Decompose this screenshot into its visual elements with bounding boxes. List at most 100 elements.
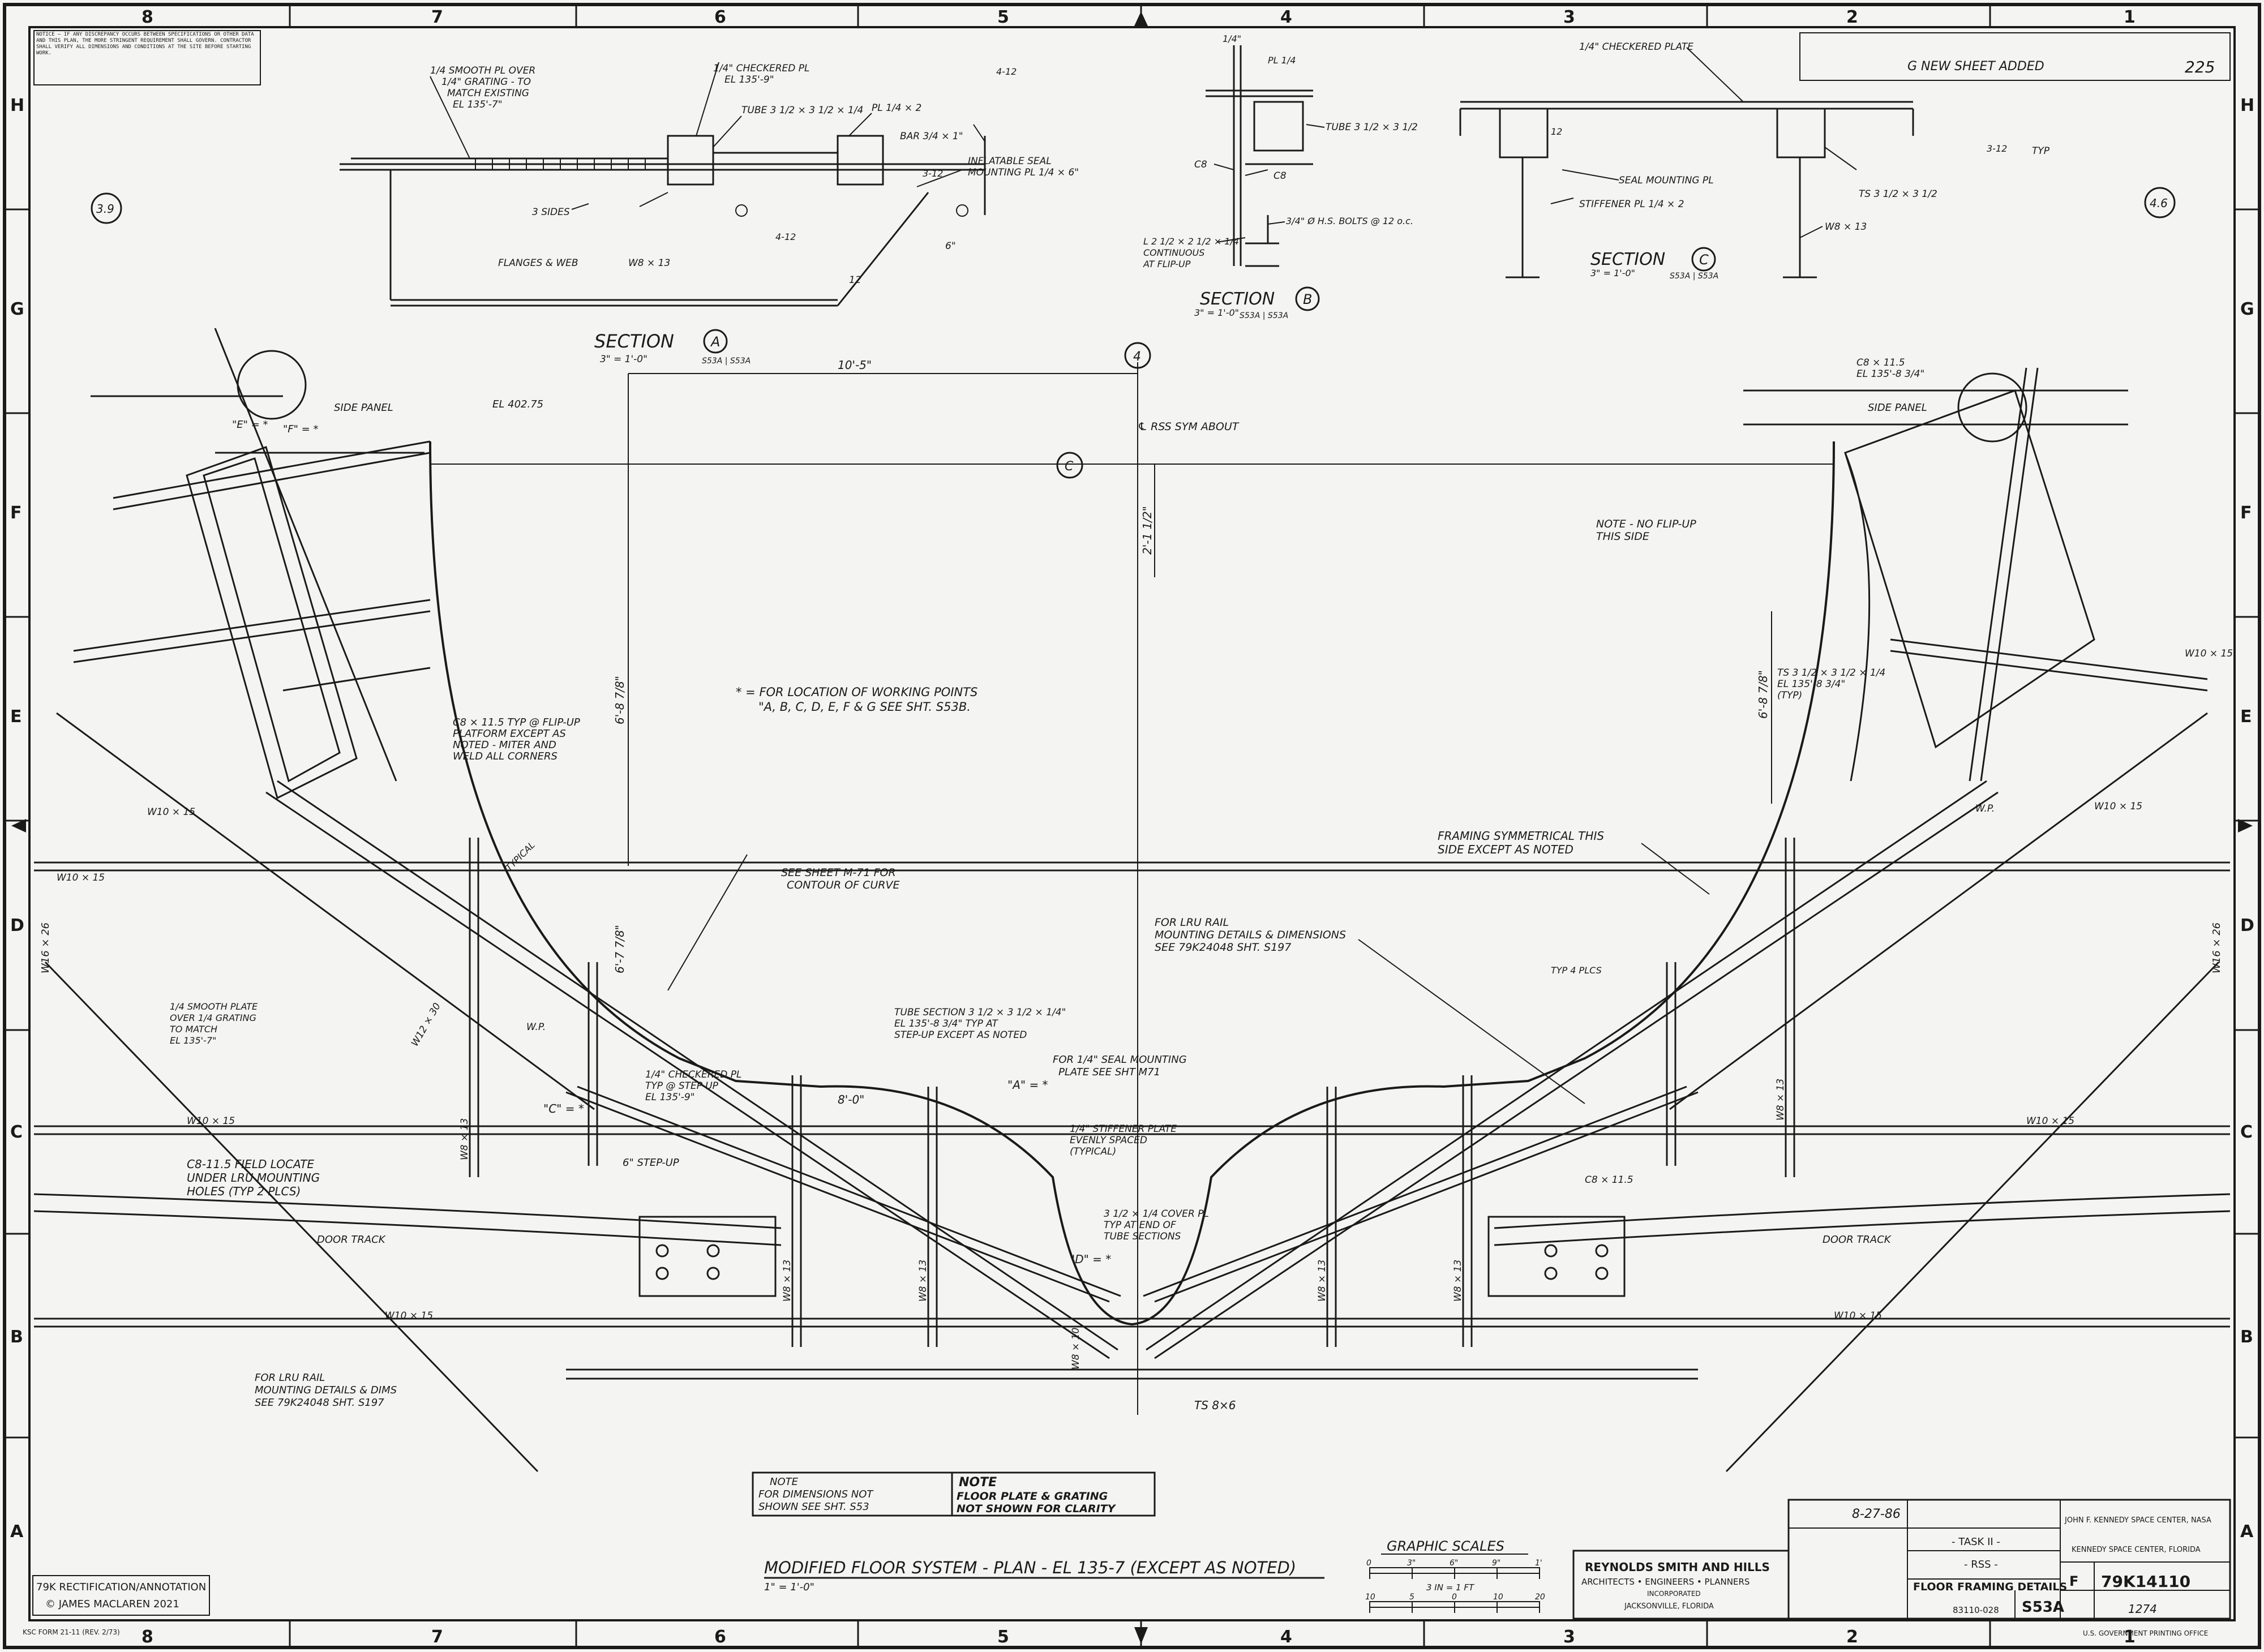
checkered-1: 1/4" CHECKERED PL xyxy=(645,1069,742,1080)
sec-b-continuous: CONTINUOUS xyxy=(1143,247,1204,258)
tb-drawing-no: 79K14110 xyxy=(2101,1572,2190,1591)
graphic-scales: GRAPHIC SCALES 0 3" 6" 9" 1' 10 5 0 10 2… xyxy=(1365,1538,1545,1613)
w10-label-l1: W10 × 15 xyxy=(147,806,195,818)
sec-a-mounting: MOUNTING PL 1/4 × 6" xyxy=(968,167,1079,178)
note-flip-1: NOTE - NO FLIP-UP xyxy=(1596,518,1696,530)
wp-left: W.P. xyxy=(526,1022,546,1033)
cb-field-2: UNDER LRU MOUNTING xyxy=(187,1171,320,1185)
floor-plan: 4 C 3.9 4.6 10'-5" ℄ RSS SYM ABOUT 2'-1 … xyxy=(33,187,2233,1473)
sec-b-title: SECTION xyxy=(1200,289,1275,309)
stiffener-1: 1/4" STIFFENER PLATE xyxy=(1070,1123,1177,1135)
sec-a-match: MATCH EXISTING xyxy=(447,88,529,99)
wp-right: W.P. xyxy=(1975,803,1995,814)
col-label-7-bottom: 7 xyxy=(431,1627,443,1647)
col-label-1-bottom: 1 xyxy=(2124,1627,2136,1647)
row-label-h: H xyxy=(10,96,24,115)
cb-right-1: C8 × 11.5 xyxy=(1856,357,1905,368)
note-left-3: SHOWN SEE SHT. S53 xyxy=(758,1501,869,1513)
row-label-f-right: F xyxy=(2240,503,2252,523)
row-label-g: G xyxy=(10,299,24,319)
notice-block: NOTICE — IF ANY DISCREPANCY OCCURS BETWE… xyxy=(33,30,261,85)
dim-10-5: 10'-5" xyxy=(838,358,872,372)
col-label-3-bottom: 3 xyxy=(1563,1627,1575,1647)
annotation-line-2: © JAMES MACLAREN 2021 xyxy=(45,1598,179,1610)
note-location-2: "A, B, C, D, E, F & G SEE SHT. S53B. xyxy=(758,700,971,714)
sec-b-c8a: C8 xyxy=(1194,159,1207,170)
row-label-h-right: H xyxy=(2240,96,2254,115)
graphic-scales-title: GRAPHIC SCALES xyxy=(1387,1538,1504,1554)
grid-bubble-3-9: 3.9 xyxy=(96,202,114,216)
sec-b-angle: L 2 1/2 × 2 1/2 × 1/4 xyxy=(1143,236,1239,247)
w10-label-l4: W10 × 15 xyxy=(385,1310,433,1321)
w10-label-r4: W10 × 15 xyxy=(1834,1310,1882,1321)
cb-115-label: C8 × 11.5 xyxy=(1585,1174,1633,1186)
sec-c-w8: W8 × 13 xyxy=(1825,221,1867,233)
w10-label-r1: W10 × 15 xyxy=(2185,648,2233,659)
stiffener-2: EVENLY SPACED xyxy=(1070,1135,1147,1146)
scale-b-tick-2: 0 xyxy=(1452,1593,1457,1602)
sec-a-el-135-7: EL 135'-7" xyxy=(453,99,503,110)
row-label-c-right: C xyxy=(2240,1122,2253,1142)
col-label-5: 5 xyxy=(997,7,1009,27)
lru-3: SEE 79K24048 SHT. S197 xyxy=(1155,941,1291,954)
cb-right-2: EL 135'-8 3/4" xyxy=(1856,368,1924,380)
sec-a-refs: S53A | S53A xyxy=(702,357,751,366)
drawing-scale: 1" = 1'-0" xyxy=(764,1581,814,1593)
border-frame: 8 7 6 5 4 3 2 1 8 7 6 5 4 3 2 1 H G F E … xyxy=(3,3,2261,1649)
row-label-b-right: B xyxy=(2240,1327,2253,1347)
tb-agency-2: KENNEDY SPACE CENTER, FLORIDA xyxy=(2072,1546,2201,1554)
sec-c-typ: TYP xyxy=(2032,145,2050,157)
w10-label-l3: W10 × 15 xyxy=(187,1115,235,1127)
sec-a-grating: 1/4" GRATING - TO xyxy=(441,76,531,88)
col-label-8: 8 xyxy=(142,7,153,27)
scale-tick-0: 0 xyxy=(1366,1559,1371,1568)
gpo-note: U.S. GOVERNMENT PRINTING OFFICE xyxy=(2083,1629,2208,1637)
scale-b-tick-3: 10 xyxy=(1493,1593,1503,1602)
star-c: "C" = * xyxy=(543,1102,584,1115)
seal-2: PLATE SEE SHT M71 xyxy=(1058,1066,1160,1078)
see-sheet: SEE SHEET M-71 FOR xyxy=(781,866,896,879)
door-track-right: DOOR TRACK xyxy=(1823,1234,1892,1246)
note-right-1: NOTE xyxy=(959,1475,997,1490)
tb-size: F xyxy=(2069,1573,2078,1589)
sec-a-inflatable: INFLATABLE SEAL xyxy=(968,156,1052,167)
c8-flipup-3: NOTED - MITER AND xyxy=(453,739,556,751)
scale-tick-4: 1' xyxy=(1535,1559,1542,1568)
w16-left: W16 × 26 xyxy=(40,922,52,973)
dim-6-8-left: 6'-8 7/8" xyxy=(613,676,627,724)
row-label-g-right: G xyxy=(2240,299,2254,319)
star-d: "D" = * xyxy=(1070,1252,1111,1266)
rss-sym: ℄ RSS SYM ABOUT xyxy=(1138,420,1240,433)
tb-agency: JOHN F. KENNEDY SPACE CENTER, NASA xyxy=(2064,1516,2211,1525)
row-label-e: E xyxy=(10,707,22,727)
note-box: NOTE FOR DIMENSIONS NOT SHOWN SEE SHT. S… xyxy=(752,1471,1156,1517)
w12-label: W12 × 30 xyxy=(409,1001,443,1049)
sec-c-checkered: 1/4" CHECKERED PLATE xyxy=(1579,41,1693,53)
firm-line-4: JACKSONVILLE, FLORIDA xyxy=(1624,1602,1714,1611)
firm-line-3: INCORPORATED xyxy=(1647,1590,1701,1598)
row-label-c: C xyxy=(10,1122,23,1142)
ts-right-3: (TYP) xyxy=(1777,690,1802,701)
sec-c-ts: TS 3 1/2 × 3 1/2 xyxy=(1859,188,1937,200)
door-track-left: DOOR TRACK xyxy=(317,1234,386,1246)
sec-c-seal: SEAL MOUNTING PL xyxy=(1619,175,1714,186)
ts-right-2: EL 135'-8 3/4" xyxy=(1777,679,1845,690)
c8-flipup-2: PLATFORM EXCEPT AS xyxy=(453,728,566,740)
scale-tick-1: 3" xyxy=(1407,1559,1416,1568)
cover-3: TUBE SECTIONS xyxy=(1104,1231,1181,1242)
scale-tick-3: 9" xyxy=(1492,1559,1500,1568)
lru-2: MOUNTING DETAILS & DIMENSIONS xyxy=(1155,929,1346,941)
lru-1: FOR LRU RAIL xyxy=(1155,916,1229,929)
w10-label-l2: W10 × 15 xyxy=(57,872,105,883)
sec-b-scale: 3" = 1'-0" xyxy=(1194,307,1239,318)
scale-b-tick-1: 5 xyxy=(1409,1593,1414,1602)
sec-c-stiffener: STIFFENER PL 1/4 × 2 xyxy=(1579,199,1684,210)
smooth-l1: 1/4 SMOOTH PLATE xyxy=(170,1001,258,1012)
scale-label-b: 3 IN = 1 FT xyxy=(1426,1582,1475,1593)
col-label-3: 3 xyxy=(1563,7,1575,27)
drawing-title: MODIFIED FLOOR SYSTEM - PLAN - EL 135-7 … xyxy=(764,1558,1324,1593)
sec-a-smooth-pl: 1/4 SMOOTH PL OVER xyxy=(430,65,535,76)
sec-a-pl: PL 1/4 × 2 xyxy=(872,102,921,114)
sec-c-weld: 3-12 xyxy=(1987,143,2007,154)
